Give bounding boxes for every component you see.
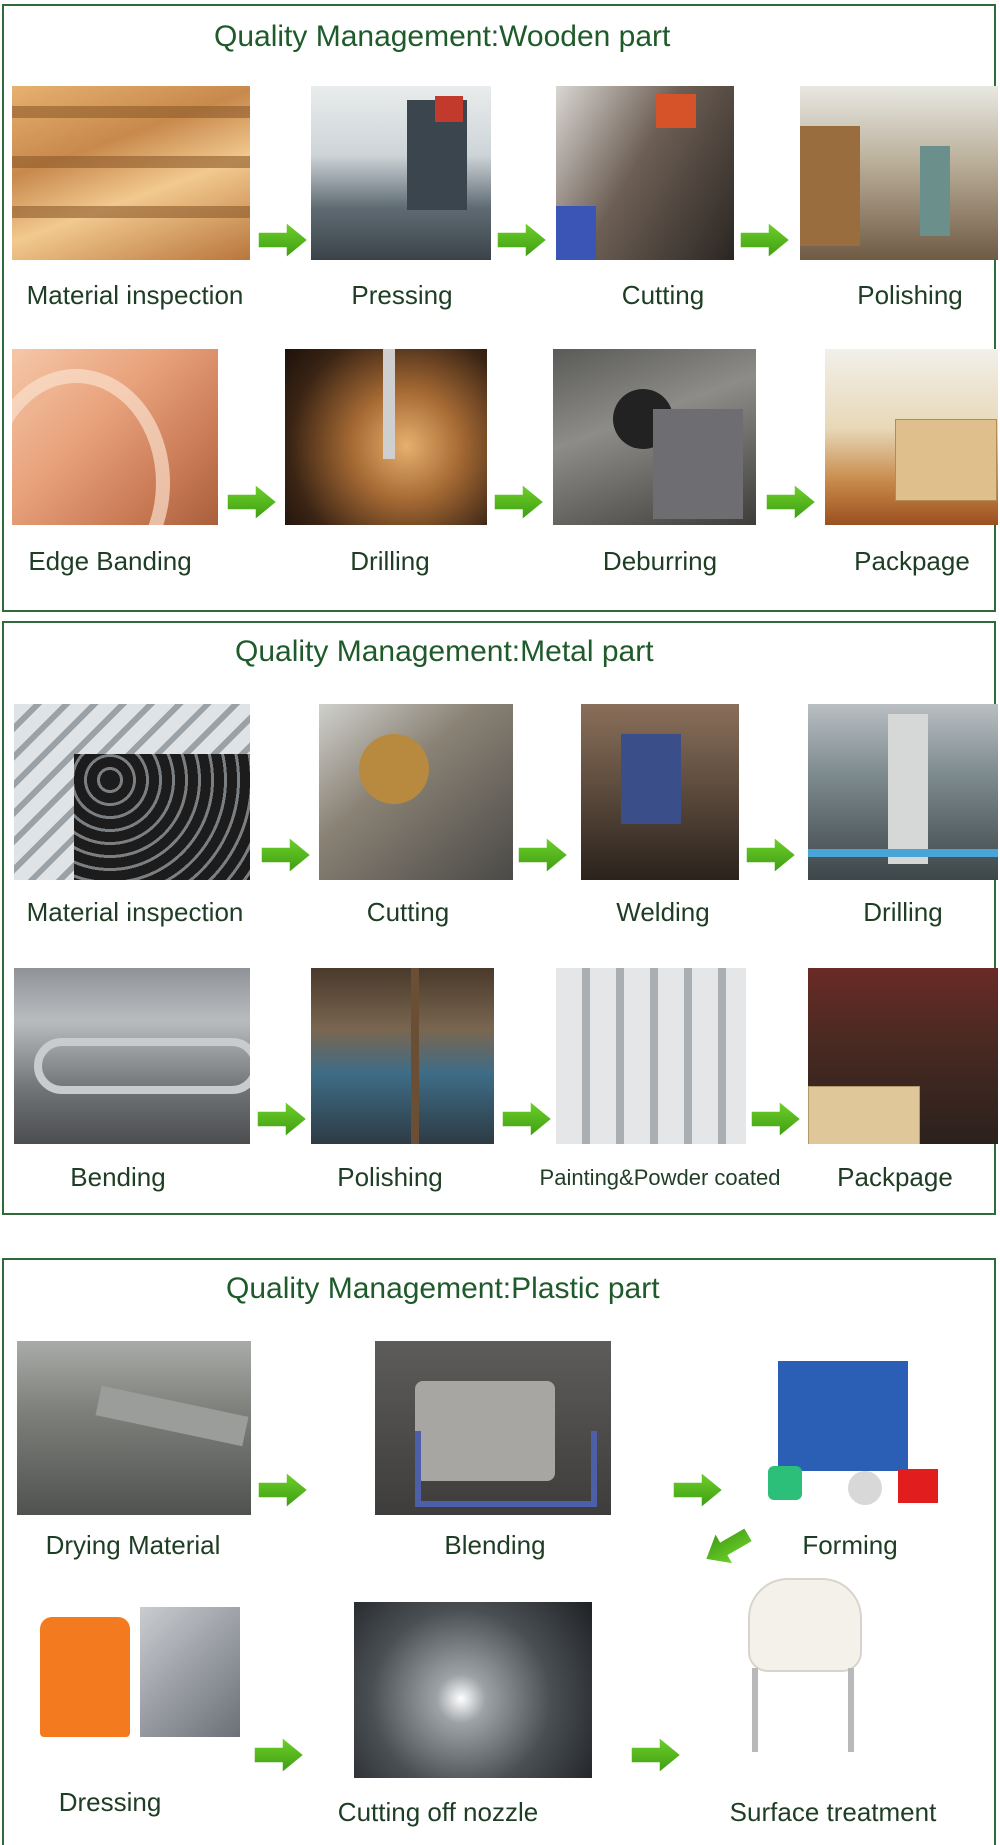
step-label: Drying Material: [45, 1530, 221, 1560]
step-label: Pressing: [351, 280, 453, 310]
drying-line-photo: [17, 1341, 251, 1515]
wooden-part-title: Quality Management:Wooden part: [214, 20, 671, 53]
workshop-polishing-photo: [800, 86, 998, 260]
arrow-right-icon: [252, 1735, 306, 1775]
step-label: Material inspection: [26, 280, 244, 310]
arrow-right-icon: [738, 220, 792, 260]
step-label: Drilling: [863, 897, 943, 927]
arrow-right-icon: [764, 482, 818, 522]
white-chair-photo: [728, 1578, 888, 1754]
welding-worker-photo: [581, 704, 739, 880]
bent-tubes-photo: [14, 968, 250, 1144]
plastic-part-title: Quality Management:Plastic part: [226, 1272, 660, 1305]
step-label: Cutting off nozzle: [337, 1797, 539, 1827]
step-label: Cutting: [366, 897, 450, 927]
arrow-right-icon: [495, 220, 549, 260]
nozzle-cutting-photo: [354, 1602, 592, 1778]
step-label: Polishing: [337, 1162, 443, 1192]
blow-molding-machine-photo: [758, 1341, 948, 1519]
arrow-right-icon: [256, 220, 310, 260]
step-label: Bending: [70, 1162, 166, 1192]
arrow-right-icon: [225, 482, 279, 522]
chair-and-mold-photo: [40, 1607, 240, 1747]
deburring-worker-photo: [553, 349, 756, 525]
step-label: Painting&Powder coated: [539, 1165, 781, 1190]
arrow-right-icon: [259, 835, 313, 875]
drill-press-photo: [808, 704, 998, 880]
powder-coated-parts-photo: [556, 968, 746, 1144]
polishing-workshop-photo: [311, 968, 494, 1144]
arrow-right-icon: [256, 1470, 310, 1510]
step-label: Welding: [616, 897, 710, 927]
arrow-right-icon: [492, 482, 546, 522]
step-label: Packpage: [854, 546, 970, 576]
arrow-right-icon: [500, 1099, 554, 1139]
step-label: Blending: [444, 1530, 546, 1560]
arrow-right-icon: [744, 835, 798, 875]
step-label: Deburring: [602, 546, 718, 576]
arrow-right-icon: [516, 835, 570, 875]
metal-part-title: Quality Management:Metal part: [235, 635, 654, 668]
edge-banding-photo: [12, 349, 218, 525]
step-label: Surface treatment: [729, 1797, 937, 1827]
step-label: Material inspection: [26, 897, 244, 927]
step-label: Dressing: [58, 1787, 162, 1817]
step-label: Forming: [802, 1530, 898, 1560]
arrow-right-icon: [629, 1735, 683, 1775]
drilling-closeup-photo: [285, 349, 487, 525]
packed-boxes-photo: [825, 349, 998, 525]
container-loading-photo: [808, 968, 998, 1144]
step-label: Cutting: [621, 280, 705, 310]
step-label: Packpage: [837, 1162, 953, 1192]
arrow-down-left-icon: [694, 1516, 761, 1578]
step-label: Polishing: [857, 280, 963, 310]
arrow-right-icon: [255, 1099, 309, 1139]
arrow-right-icon: [749, 1099, 803, 1139]
press-machine-photo: [311, 86, 491, 260]
stacked-lumber-photo: [12, 86, 250, 260]
arrow-right-icon: [671, 1470, 725, 1510]
blending-machine-photo: [375, 1341, 611, 1515]
saw-cutting-photo: [556, 86, 734, 260]
tube-cutting-machine-photo: [319, 704, 513, 880]
metal-tubes-photo: [14, 704, 250, 880]
step-label: Drilling: [350, 546, 430, 576]
step-label: Edge Banding: [28, 546, 192, 576]
